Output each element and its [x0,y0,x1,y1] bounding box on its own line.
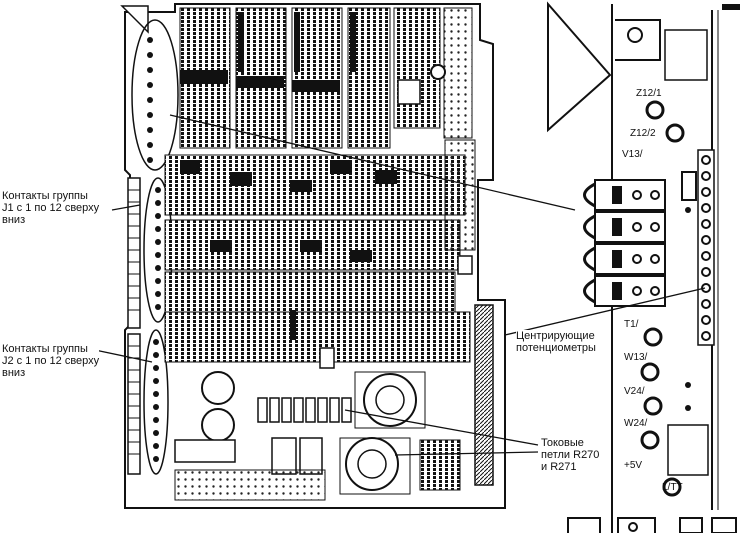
callout-j2-contacts: Контакты группы J2 с 1 по 12 сверху вниз [2,343,100,379]
pin-label-z12-1: Z12/1 [636,88,662,99]
centering-potentiometers [583,179,666,307]
pin-label-z12-2: Z12/2 [630,128,656,139]
callout-j1-line1: Контакты группы [2,190,88,202]
callout-j2-line2: J2 с 1 по 12 сверху [2,355,100,367]
callout-current-loops-line2: петли R270 [541,449,600,461]
pin-label-ltt: L/TT [662,482,683,493]
upper-ic-columns [179,7,473,149]
board-side-connector [474,304,494,486]
pin-label-v13: V13/ [622,149,643,160]
callout-centering-line2: потенциометры [516,342,596,354]
edge-connector-j2 [127,333,141,475]
pin-label-t1: T1/ [624,319,639,330]
pcb-right-panel: Z12/1 Z12/2 V13/ T1/ W13/ V24/ W24/ +5V … [547,1,740,534]
leader-lines [94,114,706,456]
callout-current-loops-line3: и R271 [541,461,577,473]
test-points [640,100,691,497]
edge-connector-j1 [127,177,141,329]
pin-label-w24: W24/ [624,418,648,429]
callout-centering-line1: Центрирующие [516,330,595,342]
callout-j2-line1: Контакты группы [2,343,88,355]
lower-components [174,371,461,501]
callout-j1-line3: вниз [2,214,26,226]
callout-current-loops: Токовые петли R270 и R271 [541,437,600,473]
resistor-row [257,397,352,423]
callout-j1-line2: J1 с 1 по 12 сверху [2,202,100,214]
pin-label-w13: W13/ [624,352,648,363]
callout-centering-potentiometers: Центрирующие потенциометры [516,330,596,354]
pcb-main-board [120,3,506,509]
pin-label-v24: V24/ [624,386,645,397]
callout-j1-contacts: Контакты группы J1 с 1 по 12 сверху вниз [2,190,100,226]
callout-current-loops-line1: Токовые [541,437,584,449]
middle-components [164,139,494,486]
callout-j2-line3: вниз [2,367,26,379]
right-pad-column [681,149,715,346]
pin-label-plus5v: +5V [624,460,642,471]
